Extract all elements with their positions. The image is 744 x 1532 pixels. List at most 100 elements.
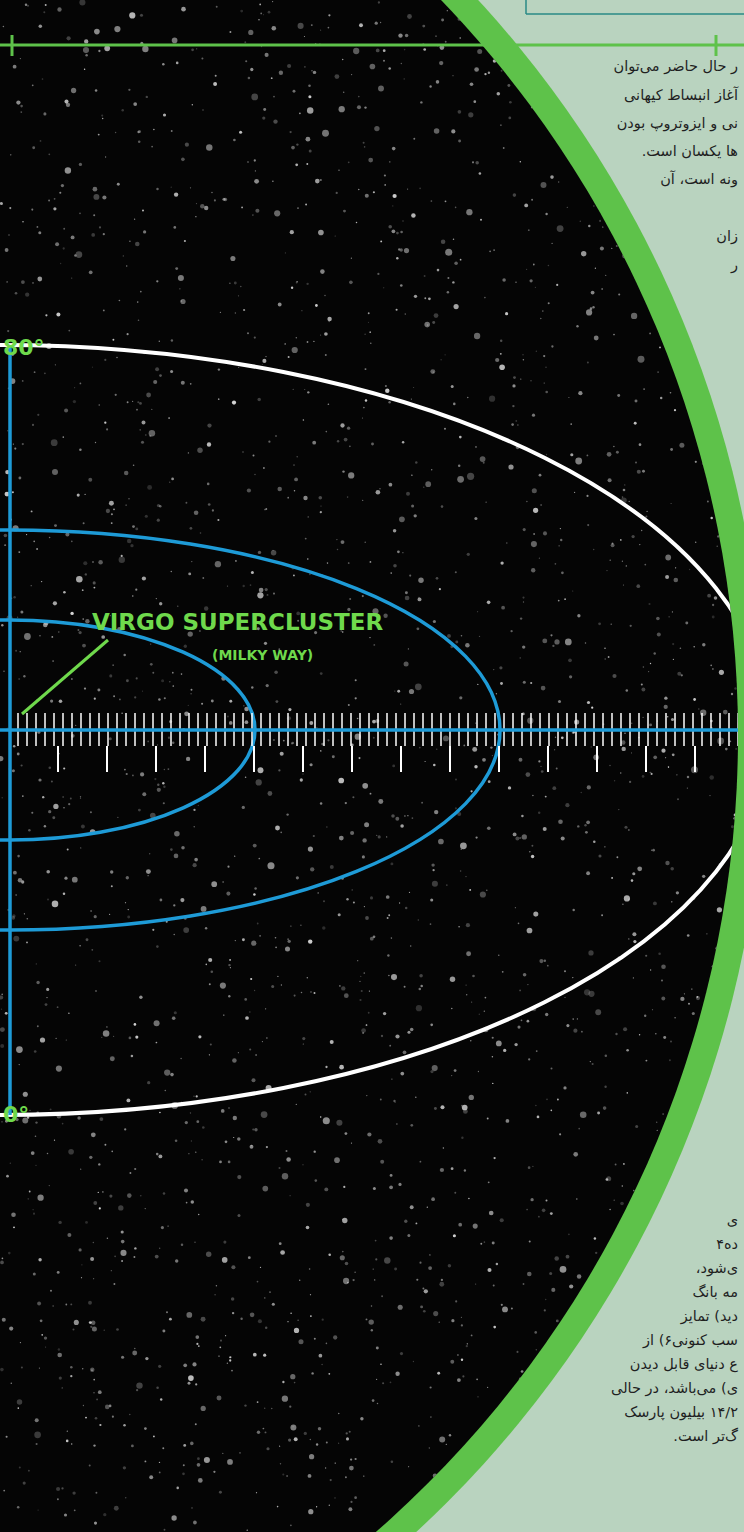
noise-dot: [113, 1036, 114, 1037]
noise-dot: [296, 876, 299, 879]
noise-dot: [568, 397, 569, 398]
noise-dot: [545, 1013, 548, 1016]
noise-dot: [211, 881, 217, 887]
noise-dot: [53, 804, 58, 809]
noise-dot: [515, 907, 516, 908]
noise-dot: [656, 247, 660, 251]
noise-dot: [170, 1073, 174, 1077]
noise-dot: [570, 423, 572, 425]
noise-dot: [644, 134, 646, 136]
noise-dot: [305, 538, 307, 540]
noise-dot: [150, 663, 153, 666]
noise-dot: [416, 627, 419, 630]
noise-dot: [153, 1436, 155, 1438]
noise-dot: [34, 1431, 41, 1438]
noise-dot: [523, 1283, 525, 1285]
noise-dot: [702, 643, 705, 646]
noise-dot: [343, 210, 346, 213]
noise-dot: [260, 13, 262, 15]
noise-dot: [90, 1257, 94, 1261]
noise-dot: [441, 505, 444, 508]
noise-dot: [712, 616, 715, 619]
noise-dot: [656, 1121, 658, 1123]
noise-dot: [622, 1250, 625, 1253]
noise-dot: [580, 220, 582, 222]
noise-dot: [376, 835, 377, 836]
noise-dot: [578, 1421, 579, 1422]
noise-dot: [212, 509, 214, 511]
noise-dot: [643, 666, 645, 668]
noise-dot: [142, 421, 146, 425]
noise-dot: [427, 1207, 428, 1208]
noise-dot: [5, 1012, 8, 1015]
noise-dot: [126, 773, 128, 775]
noise-dot: [586, 820, 590, 824]
noise-dot: [653, 901, 657, 905]
noise-dot: [98, 560, 103, 565]
noise-dot: [197, 1463, 201, 1467]
noise-dot: [472, 1510, 478, 1516]
noise-dot: [290, 1425, 296, 1431]
noise-dot: [572, 1018, 574, 1020]
noise-dot: [588, 225, 590, 227]
noise-dot: [421, 802, 423, 804]
noise-dot: [515, 420, 517, 422]
noise-dot: [365, 194, 369, 198]
noise-dot: [49, 537, 51, 539]
noise-dot: [489, 1211, 494, 1216]
noise-dot: [201, 703, 203, 705]
noise-dot: [165, 1090, 167, 1092]
noise-dot: [498, 955, 499, 956]
noise-dot: [459, 436, 462, 439]
noise-dot: [550, 634, 552, 636]
noise-dot: [467, 473, 474, 480]
noise-dot: [85, 494, 86, 495]
noise-dot: [657, 632, 661, 636]
noise-dot: [190, 1442, 194, 1446]
noise-dot: [499, 666, 502, 669]
noise-dot: [560, 94, 562, 96]
noise-dot: [293, 389, 294, 390]
noise-dot: [631, 879, 634, 882]
noise-dot: [333, 1335, 337, 1339]
noise-dot: [55, 1038, 56, 1039]
noise-dot: [271, 77, 273, 79]
noise-dot: [671, 252, 673, 254]
noise-dot: [350, 831, 354, 835]
noise-dot: [731, 825, 734, 828]
noise-dot: [36, 1443, 38, 1445]
noise-dot: [626, 1524, 629, 1527]
noise-dot: [240, 1318, 242, 1320]
noise-dot: [262, 364, 263, 365]
noise-dot: [738, 1010, 743, 1015]
noise-dot: [195, 1152, 196, 1153]
noise-dot: [283, 740, 285, 742]
noise-dot: [699, 327, 703, 331]
noise-dot: [520, 378, 521, 379]
noise-dot: [201, 1159, 202, 1160]
noise-dot: [595, 268, 596, 269]
noise-dot: [197, 1457, 200, 1460]
noise-dot: [604, 1086, 606, 1088]
noise-dot: [310, 1315, 312, 1317]
noise-dot: [313, 835, 315, 837]
noise-dot: [45, 314, 47, 316]
noise-dot: [532, 795, 533, 796]
noise-dot: [376, 490, 381, 495]
noise-dot: [171, 571, 173, 573]
noise-dot: [320, 179, 322, 181]
noise-dot: [595, 1252, 597, 1254]
noise-dot: [251, 686, 253, 688]
noise-dot: [223, 1241, 226, 1244]
noise-dot: [308, 1509, 313, 1514]
noise-dot: [226, 892, 230, 896]
noise-dot: [294, 477, 298, 481]
noise-dot: [282, 1173, 288, 1179]
noise-dot: [56, 1487, 60, 1491]
noise-dot: [90, 1326, 92, 1328]
noise-dot: [551, 243, 552, 244]
noise-dot: [92, 367, 93, 368]
noise-dot: [578, 1128, 580, 1130]
noise-dot: [605, 1054, 608, 1057]
noise-dot: [305, 203, 307, 205]
